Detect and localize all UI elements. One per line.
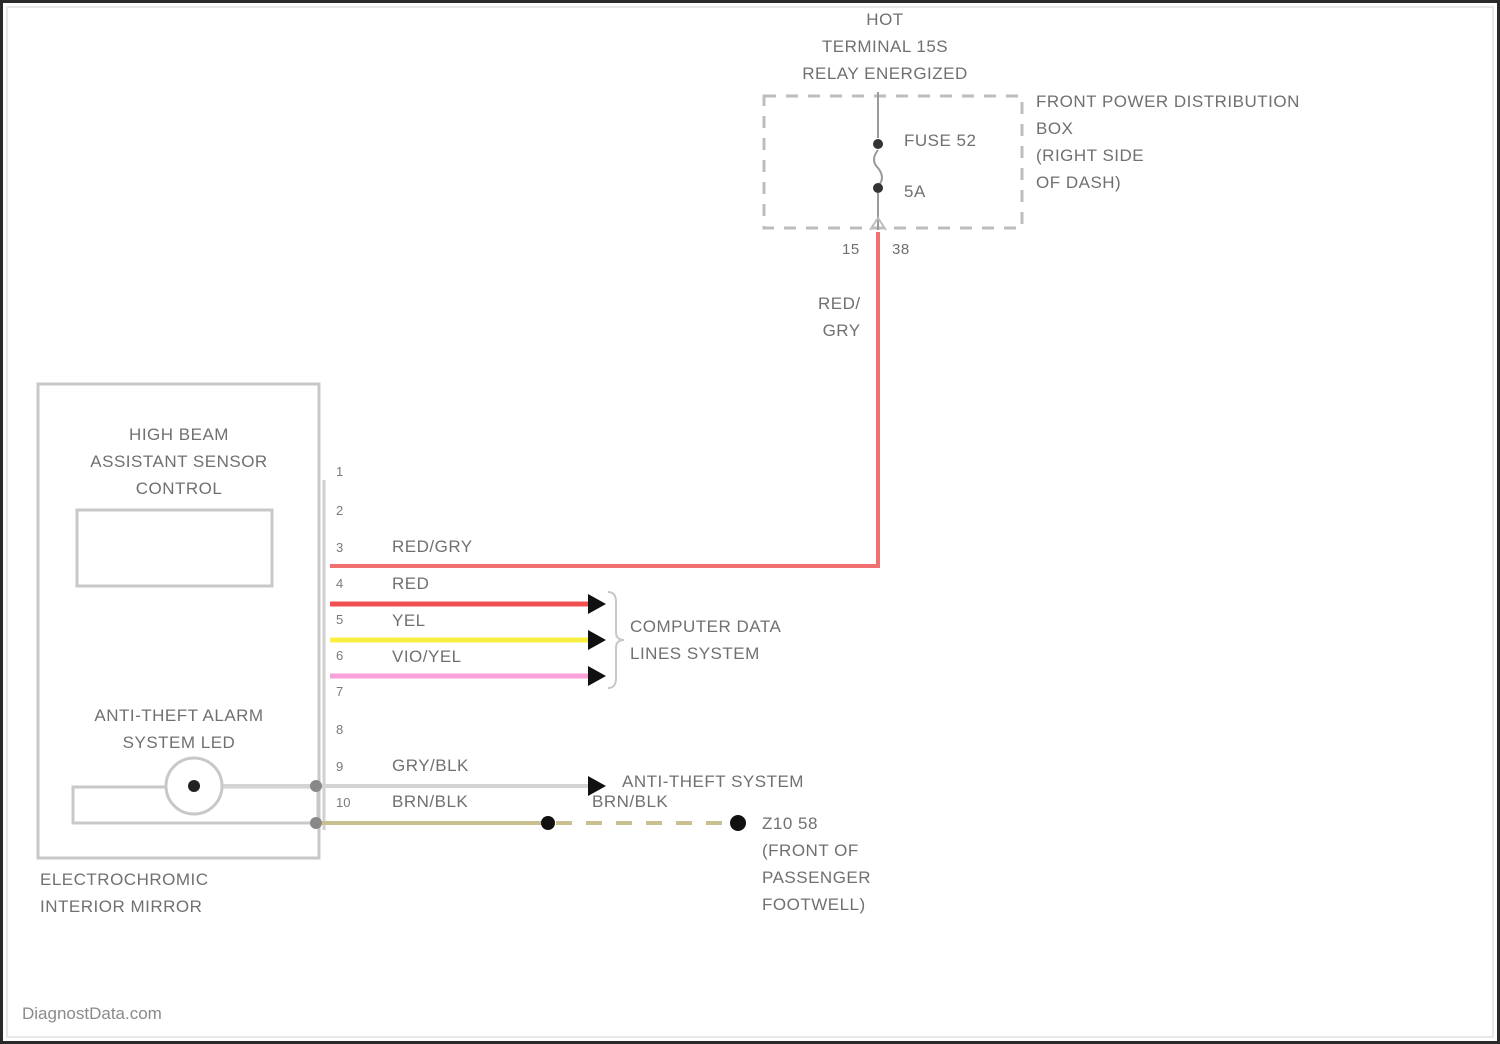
pin-number: 7 (336, 684, 344, 699)
wire-label: BRN/BLK (392, 792, 469, 811)
wire-label: YEL (392, 611, 426, 630)
module-title: HIGH BEAM ASSISTANT SENSOR CONTROL (90, 425, 268, 498)
fuse-box-outline (762, 94, 1024, 230)
pin-number: 10 (336, 795, 351, 810)
hot-label: HOT TERMINAL 15S RELAY ENERGIZED (802, 10, 968, 83)
feed-wire-color: RED/ GRY (818, 294, 861, 340)
wire-label: RED/GRY (392, 537, 473, 556)
ground-wire-label: BRN/BLK (592, 792, 669, 811)
fuse-rating: 5A (904, 182, 926, 201)
fuse-terminal-top-icon (873, 139, 883, 149)
mirror-outline (36, 382, 321, 860)
bracket-icon (607, 591, 625, 689)
computer-data-lines-label: COMPUTER DATA LINES SYSTEM (630, 617, 782, 663)
pin-number: 4 (336, 576, 344, 591)
pin-number: 9 (336, 759, 344, 774)
watermark: DiagnostData.com (22, 1004, 162, 1023)
pin-number: 2 (336, 503, 344, 518)
arrow-icon (588, 666, 606, 686)
distribution-box-label: FRONT POWER DISTRIBUTION BOX (RIGHT SIDE… (1036, 92, 1300, 192)
connector-pin-15: 15 (842, 241, 860, 258)
led-title: ANTI-THEFT ALARM SYSTEM LED (94, 706, 264, 752)
fuse-terminal-bottom-icon (873, 183, 883, 193)
fuse-symbol-icon (873, 149, 883, 187)
ground-icon (730, 815, 746, 831)
arrow-icon (588, 630, 606, 650)
fuse-name: FUSE 52 (904, 131, 977, 150)
pin-number: 6 (336, 648, 344, 663)
wire-label: VIO/YEL (392, 647, 462, 666)
component-name: ELECTROCHROMIC INTERIOR MIRROR (40, 870, 209, 916)
sensor-box (75, 508, 274, 588)
pin-number: 8 (336, 722, 344, 737)
pin-number: 1 (336, 464, 344, 479)
pin-number: 3 (336, 540, 344, 555)
pin-number: 5 (336, 612, 344, 627)
splice-icon (541, 816, 555, 830)
ground-location-label: Z10 58 (FRONT OF PASSENGER FOOTWELL) (762, 814, 872, 914)
arrow-icon (588, 776, 606, 796)
arrow-icon (588, 594, 606, 614)
connector-pin-38: 38 (892, 241, 910, 258)
anti-theft-system-label: ANTI-THEFT SYSTEM (622, 772, 804, 791)
wire-red-gry (330, 232, 880, 568)
wire-label: RED (392, 574, 430, 593)
wire-label: GRY/BLK (392, 756, 469, 775)
